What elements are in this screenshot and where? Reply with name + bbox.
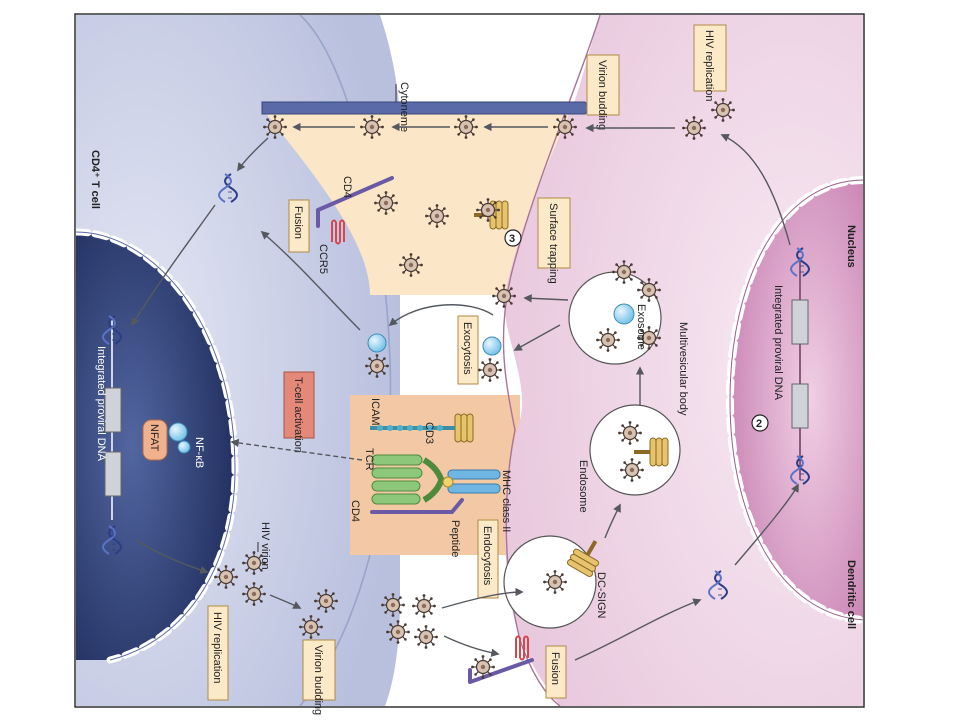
flow-arrows [131,122,799,661]
svg-text:Surface trapping: Surface trapping [547,203,559,284]
surface-trapping-box: Surface trapping [537,197,571,284]
svg-text:Virion budding: Virion budding [596,60,608,130]
nfat-badge: NFAT [142,419,168,461]
step-2-marker: 2 [751,414,769,432]
tcr-mhc-complex: TCR CD3 MHC class II Peptide CD4 [349,422,512,557]
svg-text:Fusion: Fusion [549,652,561,685]
svg-text:NF-κB: NF-κB [193,437,205,468]
hiv-replication-box-top: HIV replication [693,24,727,102]
multivesicular-body-label: Multivesicular body [677,322,689,416]
cd4-t-cell-label: CD4⁺ T cell [89,150,101,209]
endocytosis-box: Endocytosis [477,519,499,599]
svg-text:Virion budding: Virion budding [312,645,324,715]
svg-text:Endocytosis: Endocytosis [481,526,493,586]
synapse-top-region [265,112,570,295]
fusion-box-bottom: Fusion [545,645,567,699]
exocytosis-box: Exocytosis [457,315,479,385]
exosome-on-t-cell [367,333,387,353]
svg-text:Integrated proviral DNA: Integrated proviral DNA [772,285,784,401]
cytoneme-bar [261,101,588,115]
svg-text:NFAT: NFAT [148,424,160,452]
svg-text:ICAM: ICAM [369,398,381,426]
svg-text:CD3: CD3 [423,422,435,444]
svg-text:TCR: TCR [363,448,375,471]
svg-text:3: 3 [509,233,515,245]
svg-text:T-cell activation: T-cell activation [292,377,304,453]
svg-text:DC-SIGN: DC-SIGN [595,572,607,619]
icam-molecule: ICAM [369,398,455,431]
svg-text:HIV virion: HIV virion [259,522,271,570]
svg-text:Endosome: Endosome [577,460,589,513]
svg-text:HIV replication: HIV replication [703,30,715,102]
nucleus-label: Nucleus [845,225,857,268]
svg-text:2: 2 [756,418,762,430]
virion-budding-box-bottom: Virion budding [302,639,336,715]
cd4-ccr5-top: CD4 CCR5 [316,176,394,274]
virion-budding-box-top: Virion budding [586,54,620,130]
t-cell-activation-box: T-cell activation [283,371,315,453]
step-3-marker: 3 [504,229,522,247]
multivesicular-body: Exosome [568,259,662,365]
t-cell-proviral-dna: Integrated proviral DNA [95,315,122,555]
svg-text:HIV replication: HIV replication [211,612,223,684]
exosome-exocytosed [482,336,502,356]
fusion-box-top: Fusion [288,199,310,253]
endosome: Endosome [577,404,681,513]
endocytic-vesicle: DC-SIGN [503,533,609,629]
svg-text:Peptide: Peptide [449,520,461,557]
dc-proviral-dna: Integrated proviral DNA [772,247,810,485]
nfkb-complex: NF-κB [168,422,205,468]
svg-text:MHC class II: MHC class II [500,470,512,532]
svg-text:CD4: CD4 [349,500,361,522]
svg-text:Exosome: Exosome [635,304,647,350]
dendritic-cell-label: Dendritic cell [845,560,857,629]
cytoneme-label: Cytoneme [398,82,410,132]
svg-text:CCR5: CCR5 [317,244,329,274]
hiv-replication-box-bottom: HIV replication [207,605,229,701]
hiv-virion-label: HIV virion [257,522,271,570]
cd4-ccr5-bottom [468,635,534,684]
svg-text:CD4: CD4 [341,176,353,198]
svg-text:Integrated proviral DNA: Integrated proviral DNA [95,346,107,462]
svg-text:Exocytosis: Exocytosis [461,322,473,375]
svg-text:Fusion: Fusion [292,206,304,239]
